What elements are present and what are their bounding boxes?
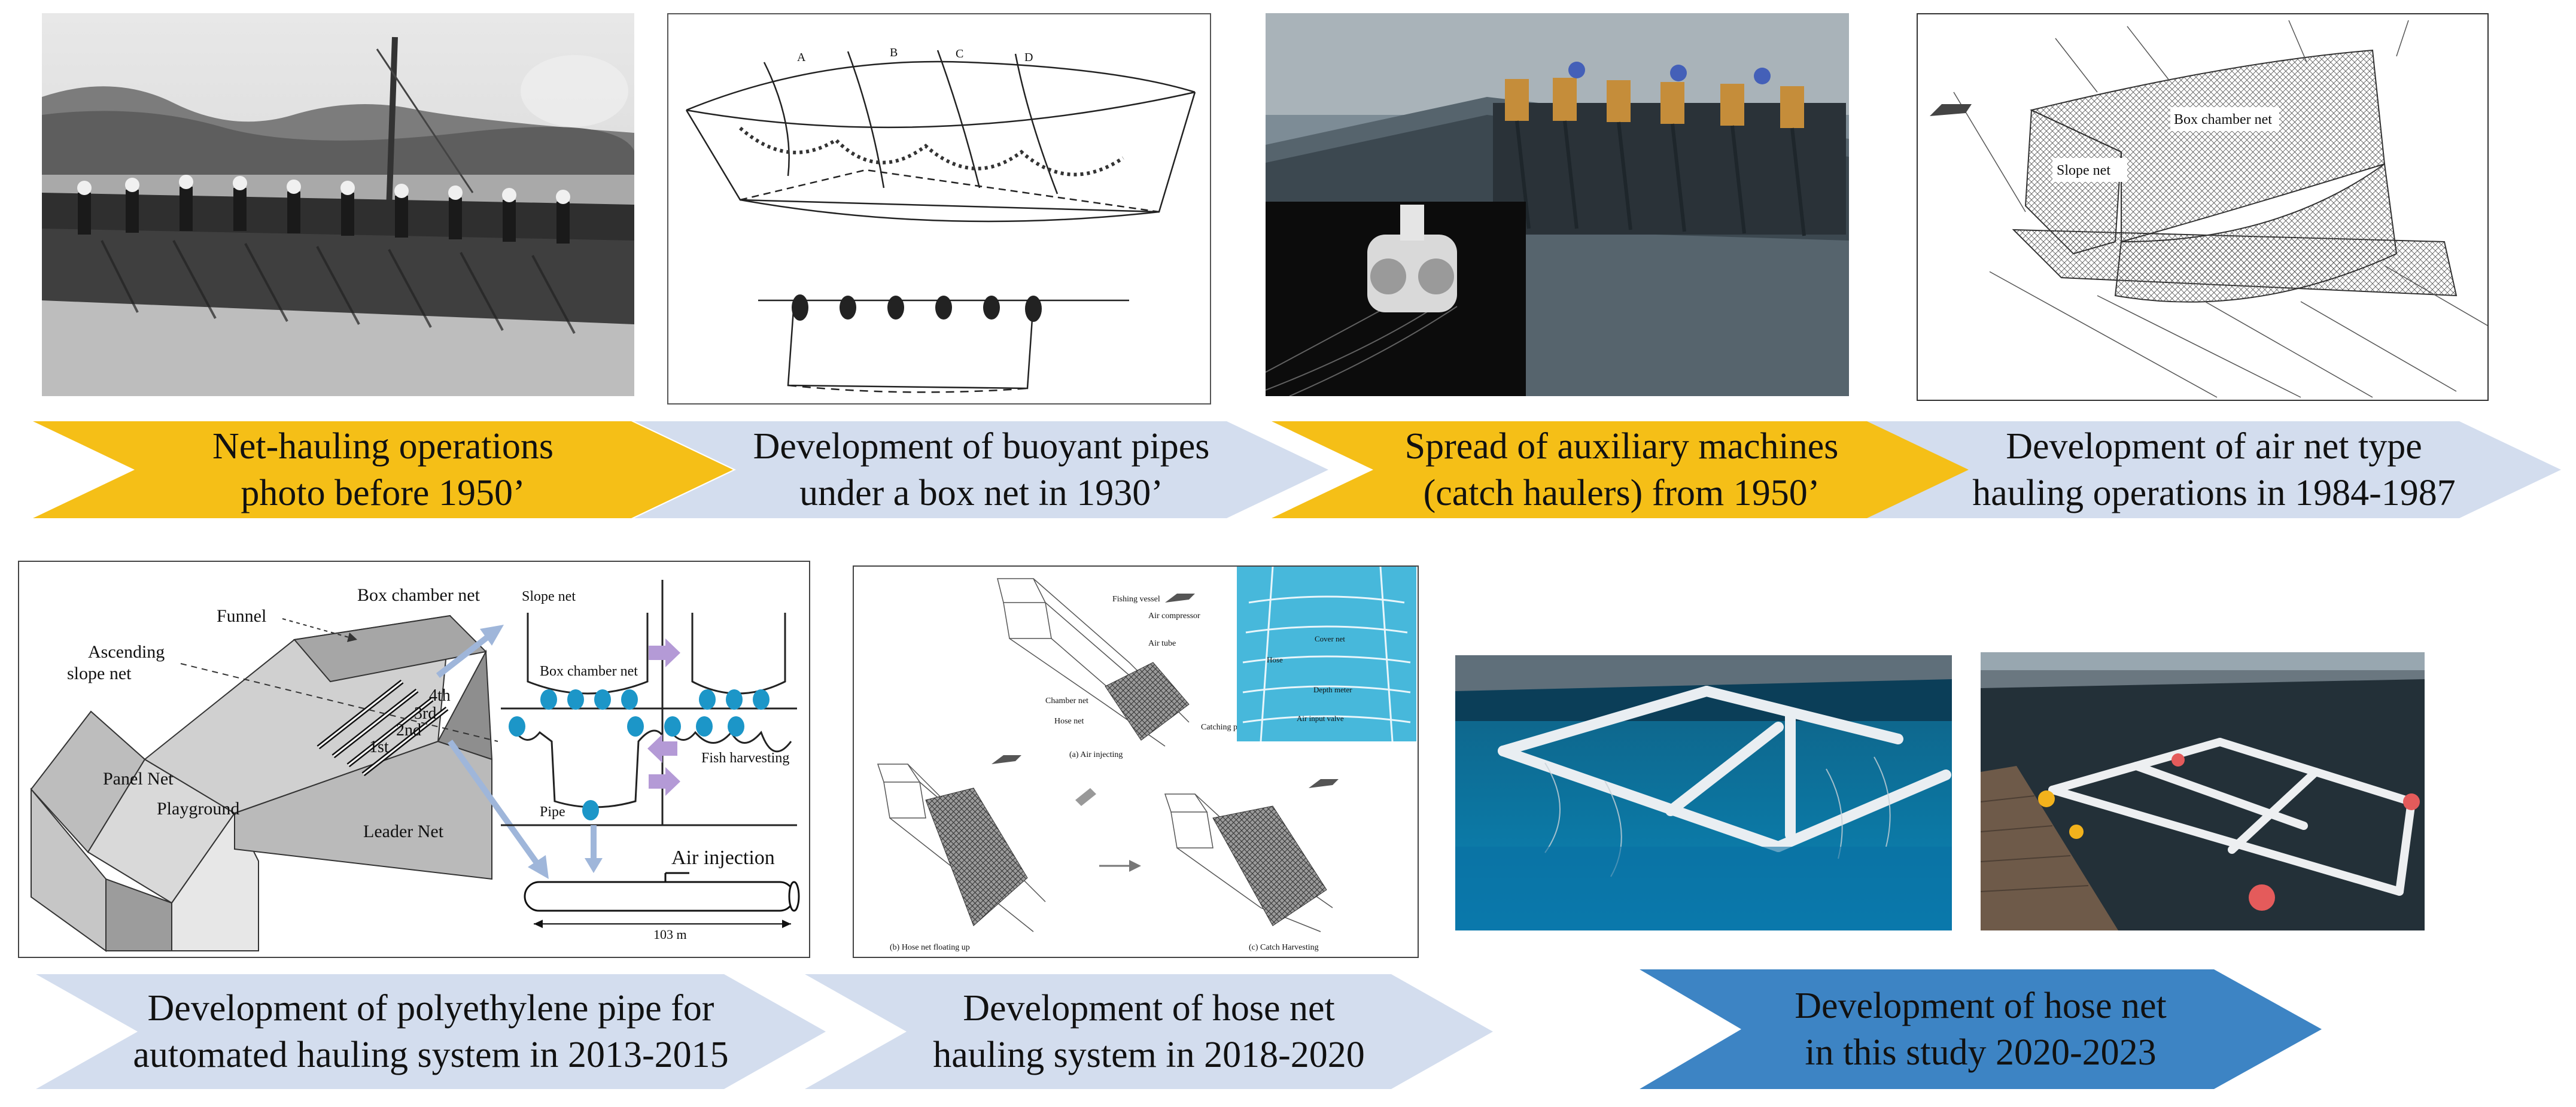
hose-net-photo-tank — [1455, 655, 1952, 930]
air-injection-label: Air injection — [671, 847, 775, 869]
depth-meter-label: Depth meter — [1313, 685, 1352, 694]
box-chamber-net-small-label: Box chamber net — [540, 664, 638, 679]
hose-net-hauling-diagram: Fishing vessel Air compressor Air tube C… — [853, 565, 1419, 958]
stage-1-line-2: photo before 1950’ — [241, 473, 525, 513]
stage-6-line-1: Development of hose net — [963, 988, 1335, 1029]
letter-b: B — [890, 46, 898, 59]
stage-arrow-3: Spread of auxiliary machines (catch haule… — [1272, 421, 1972, 518]
stage-5-line-2: automated hauling system in 2013-2015 — [133, 1035, 729, 1075]
fish-harvesting-label: Fish harvesting — [701, 750, 789, 766]
historic-net-hauling-photo — [42, 13, 634, 396]
chamber-net-label: Chamber net — [1045, 697, 1088, 705]
stage-arrow-5: Development of polyethylene pipe for auto… — [36, 974, 826, 1089]
stage-2-line-1: Development of buoyant pipes — [753, 426, 1210, 467]
stage-2-line-2: under a box net in 1930’ — [799, 473, 1163, 513]
pipe-2nd-label: 2nd — [396, 721, 421, 740]
stage-arrow-2: Development of buoyant pipes under a box … — [634, 421, 1328, 518]
stage-6-line-2: hauling system in 2018-2020 — [933, 1035, 1365, 1075]
box-chamber-net-label: Box chamber net — [2174, 112, 2272, 127]
length-label: 103 m — [653, 927, 687, 942]
fishing-vessel-label: Fishing vessel — [1112, 595, 1160, 604]
stage-3-line-1: Spread of auxiliary machines — [1404, 426, 1839, 467]
pipe-3rd-label: 3rd — [414, 704, 436, 723]
buoyant-pipe-sketch: A B C D — [667, 13, 1211, 405]
caption-b: (b) Hose net floating up — [890, 943, 970, 952]
air-compressor-label: Air compressor — [1148, 612, 1200, 621]
stage-arrow-4: Development of air net type hauling opera… — [1867, 421, 2561, 518]
air-net-diagram: Slope net Box chamber net — [1917, 13, 2489, 401]
caption-a: (a) Air injecting — [1069, 750, 1123, 759]
stage-arrow-7: Development of hose net in this study 202… — [1640, 969, 2322, 1089]
stage-arrow-6: Development of hose net hauling system in… — [805, 974, 1493, 1089]
hose-net-label: Hose net — [1054, 717, 1084, 726]
caption-c: (c) Catch Harvesting — [1249, 943, 1319, 952]
stage-arrow-1: Net-hauling operations photo before 1950’ — [33, 421, 733, 518]
stage-5-line-1: Development of polyethylene pipe for — [147, 988, 714, 1029]
leader-net-label: Leader Net — [363, 822, 444, 841]
stage-7-line-2: in this study 2020-2023 — [1805, 1032, 2157, 1073]
stage-4-line-2: hauling operations in 1984-1987 — [1972, 473, 2456, 513]
hose-net-photo-harbor — [1981, 652, 2425, 930]
slope-net-label: Slope net — [2057, 163, 2110, 178]
box-chamber-net-label: Box chamber net — [357, 585, 480, 605]
letter-a: A — [797, 51, 806, 64]
stage-7-line-1: Development of hose net — [1795, 986, 2167, 1026]
cover-net-label: Cover net — [1315, 634, 1345, 643]
pipe-label: Pipe — [540, 804, 565, 820]
air-input-valve-label: Air input valve — [1297, 714, 1344, 723]
catching-label: Catching p — [1201, 723, 1237, 732]
funnel-label: Funnel — [217, 606, 266, 626]
panel-net-label: Panel Net — [103, 769, 174, 789]
pipe-4th-label: 4th — [429, 686, 451, 705]
stage-1-line-1: Net-hauling operations — [212, 426, 553, 467]
stage-4-line-1: Development of air net type — [2006, 426, 2422, 467]
catch-hauler-photo — [1266, 13, 1849, 396]
slope-net-small-label: Slope net — [522, 589, 576, 604]
pipe-1st-label: 1st — [369, 738, 389, 756]
air-tube-label: Air tube — [1148, 639, 1176, 648]
hose-label: Hose — [1267, 655, 1283, 664]
letter-c: C — [956, 47, 963, 60]
letter-d: D — [1024, 51, 1033, 64]
playground-label: Playground — [157, 799, 239, 819]
stage-3-line-2: (catch haulers) from 1950’ — [1423, 473, 1820, 513]
